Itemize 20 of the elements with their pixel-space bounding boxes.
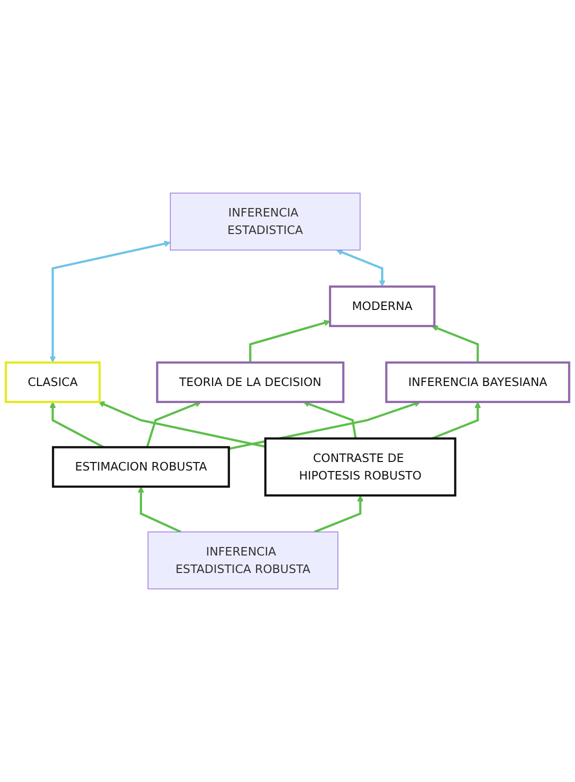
arrow bbox=[249, 320, 330, 363]
arrow bbox=[336, 249, 386, 287]
arrow bbox=[138, 486, 182, 533]
node-box: MODERNA bbox=[328, 285, 436, 328]
node-box: INFERENCIA ESTADISTICA ROBUSTA bbox=[148, 532, 338, 590]
arrow bbox=[314, 495, 364, 533]
arrow bbox=[50, 402, 104, 448]
node-box: ESTIMACION ROBUSTA bbox=[52, 446, 230, 488]
node-box: TEORIA DE LA DECISION bbox=[156, 361, 344, 404]
node-box: INFERENCIA ESTADISTICA bbox=[170, 192, 361, 250]
arrow bbox=[98, 401, 266, 448]
arrow bbox=[146, 401, 202, 448]
arrow bbox=[228, 400, 421, 450]
node-box: INFERENCIA BAYESIANA bbox=[385, 361, 570, 404]
node-box: CONTRASTE DE HIPOTESIS ROBUSTO bbox=[264, 437, 456, 497]
arrow bbox=[432, 325, 479, 363]
arrow bbox=[431, 402, 481, 440]
node-box: CLASICA bbox=[4, 361, 101, 404]
arrow bbox=[50, 240, 171, 363]
arrow bbox=[303, 400, 357, 439]
